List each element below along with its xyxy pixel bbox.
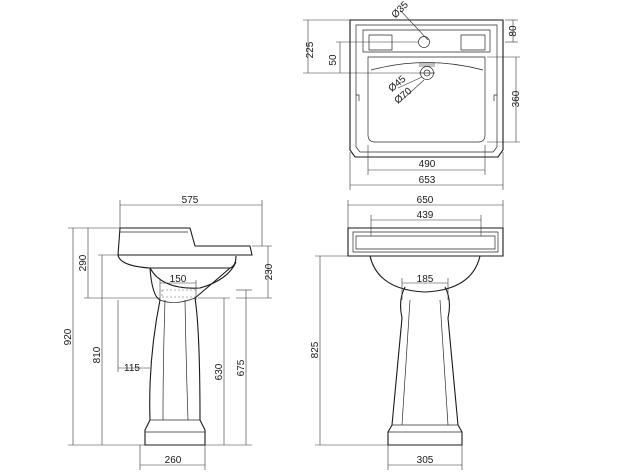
- dim-side-920: 920: [63, 328, 74, 345]
- dim-side-675: 675: [236, 359, 247, 376]
- dim-plan-490: 490: [419, 159, 436, 170]
- dim-front-825: 825: [310, 341, 321, 358]
- dim-side-150: 150: [170, 274, 187, 285]
- dim-side-230: 230: [264, 263, 275, 280]
- dim-plan-225: 225: [305, 41, 316, 58]
- dim-side-575: 575: [182, 195, 199, 206]
- dim-plan-50: 50: [328, 54, 339, 66]
- dim-side-810: 810: [92, 346, 103, 363]
- dim-side-290: 290: [78, 254, 89, 271]
- side-elevation: 575 920 290 810 115 150 230 630: [63, 195, 275, 470]
- dim-front-305: 305: [417, 455, 434, 466]
- dim-front-439: 439: [417, 210, 434, 221]
- dim-front-650: 650: [417, 195, 434, 206]
- dim-side-260: 260: [165, 455, 182, 466]
- dim-plan-360: 360: [511, 90, 522, 107]
- dim-side-630: 630: [214, 363, 225, 380]
- dim-plan-80: 80: [508, 25, 519, 37]
- plan-view: 225 50 80 360 Ø35 Ø45 Ø70 490 653: [303, 0, 522, 190]
- front-elevation: 650 439 185 825 305: [310, 195, 504, 470]
- dim-side-115: 115: [124, 363, 140, 374]
- dim-plan-653: 653: [419, 175, 436, 186]
- dim-plan-dia35: Ø35: [390, 0, 411, 21]
- dim-front-185: 185: [417, 274, 434, 285]
